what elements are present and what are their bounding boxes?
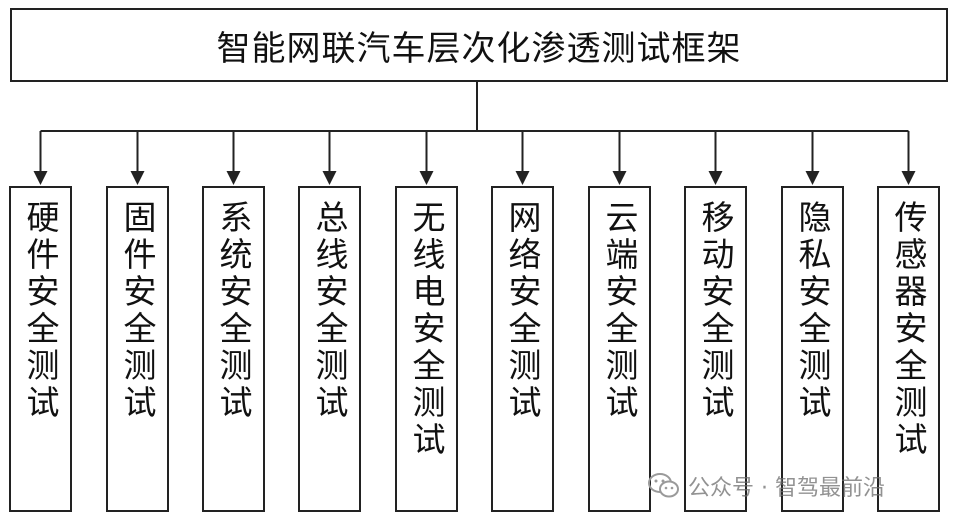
arrow-head-icon: [708, 171, 723, 185]
connectors: [33, 82, 916, 185]
child-label-privacy: 隐私安全测试: [793, 200, 832, 422]
child-node-radio: 无线电安全测试: [395, 186, 458, 512]
arrow-head-icon: [33, 171, 48, 185]
root-node: 智能网联汽车层次化渗透测试框架: [10, 8, 948, 82]
child-node-mobile: 移动安全测试: [684, 186, 747, 512]
child-node-network: 网络安全测试: [491, 186, 554, 512]
watermark-text: 公众号 · 智驾最前沿: [688, 476, 885, 501]
child-label-network: 网络安全测试: [503, 200, 542, 422]
arrow-head-icon: [419, 171, 434, 185]
arrow-head-icon: [322, 171, 337, 185]
arrow-head-icon: [805, 171, 820, 185]
arrow-head-icon: [226, 171, 241, 185]
child-node-cloud: 云端安全测试: [588, 186, 651, 512]
watermark: 公众号 · 智驾最前沿: [648, 470, 885, 502]
child-node-privacy: 隐私安全测试: [781, 186, 844, 512]
arrow-head-icon: [901, 171, 916, 185]
child-node-firmware: 固件安全测试: [106, 186, 169, 512]
child-node-system: 系统安全测试: [202, 186, 265, 512]
child-node-sensor: 传感器安全测试: [877, 186, 940, 512]
child-label-hardware: 硬件安全测试: [21, 200, 60, 422]
child-label-sensor: 传感器安全测试: [889, 200, 928, 459]
arrow-head-icon: [612, 171, 627, 185]
child-node-bus: 总线安全测试: [298, 186, 361, 512]
child-label-mobile: 移动安全测试: [696, 200, 735, 422]
child-label-radio: 无线电安全测试: [407, 200, 446, 459]
child-node-hardware: 硬件安全测试: [9, 186, 72, 512]
child-label-cloud: 云端安全测试: [600, 200, 639, 422]
child-label-bus: 总线安全测试: [310, 200, 349, 422]
child-label-firmware: 固件安全测试: [118, 200, 157, 422]
wechat-icon: [648, 473, 679, 498]
arrow-head-icon: [130, 171, 145, 185]
child-label-system: 系统安全测试: [214, 200, 253, 422]
root-title: 智能网联汽车层次化渗透测试框架: [216, 28, 742, 69]
arrow-head-icon: [515, 171, 530, 185]
